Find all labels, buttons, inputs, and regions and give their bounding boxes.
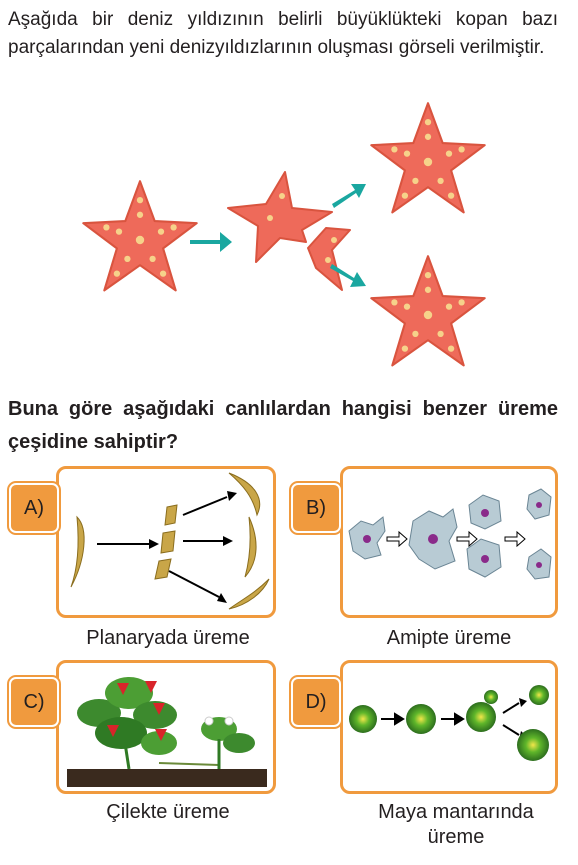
starfish-illustration (70, 100, 500, 370)
intro-text: Aşağıda bir deniz yıldızının belirli büy… (8, 9, 558, 58)
option-b-caption: Amipte üreme (386, 627, 512, 649)
strawberry-plant-icon (77, 677, 255, 770)
option-c-badge[interactable]: C) (9, 677, 59, 727)
option-a-badge[interactable]: A) (9, 483, 59, 533)
option-b-image[interactable] (340, 466, 558, 618)
option-b-badge[interactable]: B) (291, 483, 341, 533)
question-text: Buna göre aşağıdaki canlılardan hangisi … (8, 398, 558, 453)
soil-icon (67, 769, 267, 787)
starfish-new-bottom-icon (370, 255, 486, 367)
arrow-icon (190, 232, 232, 252)
hollow-arrow-icon (504, 530, 526, 548)
hollow-arrow-icon (456, 530, 478, 548)
option-d-image[interactable] (340, 660, 558, 794)
option-a-caption: Planaryada üreme (86, 627, 250, 649)
arrow-down-icon (330, 264, 366, 287)
yeast-cell-icon (349, 705, 377, 733)
amoeba-icon (348, 516, 386, 560)
starfish-whole-icon (82, 180, 198, 292)
starfish-new-top-icon (370, 102, 486, 214)
planarian-icon (70, 515, 85, 588)
option-c-caption: Çilekte üreme (106, 801, 230, 823)
hollow-arrow-icon (386, 530, 408, 548)
starfish-broken-icon (227, 171, 351, 291)
option-d-caption: Maya mantarında üreme (378, 801, 534, 848)
option-a-image[interactable] (56, 466, 276, 618)
arrow-up-icon (332, 184, 366, 208)
option-c-image[interactable] (56, 660, 276, 794)
option-d-badge[interactable]: D) (291, 677, 341, 727)
